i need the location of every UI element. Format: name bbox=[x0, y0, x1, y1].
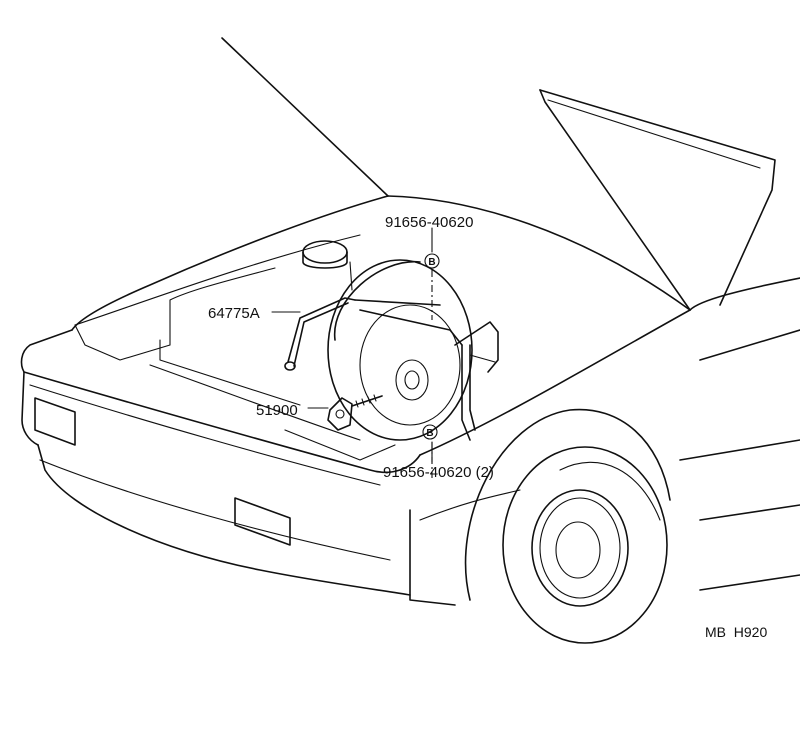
drawing-code: MB H920 bbox=[705, 624, 767, 640]
bracket-64775a bbox=[284, 297, 499, 441]
part-label-carrier: 51900 bbox=[256, 402, 298, 419]
part-label-nut-top: 91656-40620 bbox=[385, 214, 473, 231]
marker-b-top: B bbox=[424, 253, 440, 269]
front-wheel bbox=[464, 408, 671, 644]
svg-text:B: B bbox=[426, 428, 433, 439]
leader-lines bbox=[271, 227, 433, 463]
car-body bbox=[20, 195, 800, 606]
svg-text:B: B bbox=[428, 257, 435, 268]
headlamps bbox=[34, 397, 291, 546]
spare-tire bbox=[327, 259, 473, 441]
part-label-nut-bottom: 91656-40620 (2) bbox=[383, 464, 494, 481]
marker-b-bottom: B bbox=[422, 424, 438, 440]
hold-down-bolt-51900 bbox=[327, 394, 383, 431]
part-label-bracket: 64775A bbox=[208, 305, 260, 322]
reservoir bbox=[302, 240, 353, 291]
hood bbox=[221, 37, 776, 311]
